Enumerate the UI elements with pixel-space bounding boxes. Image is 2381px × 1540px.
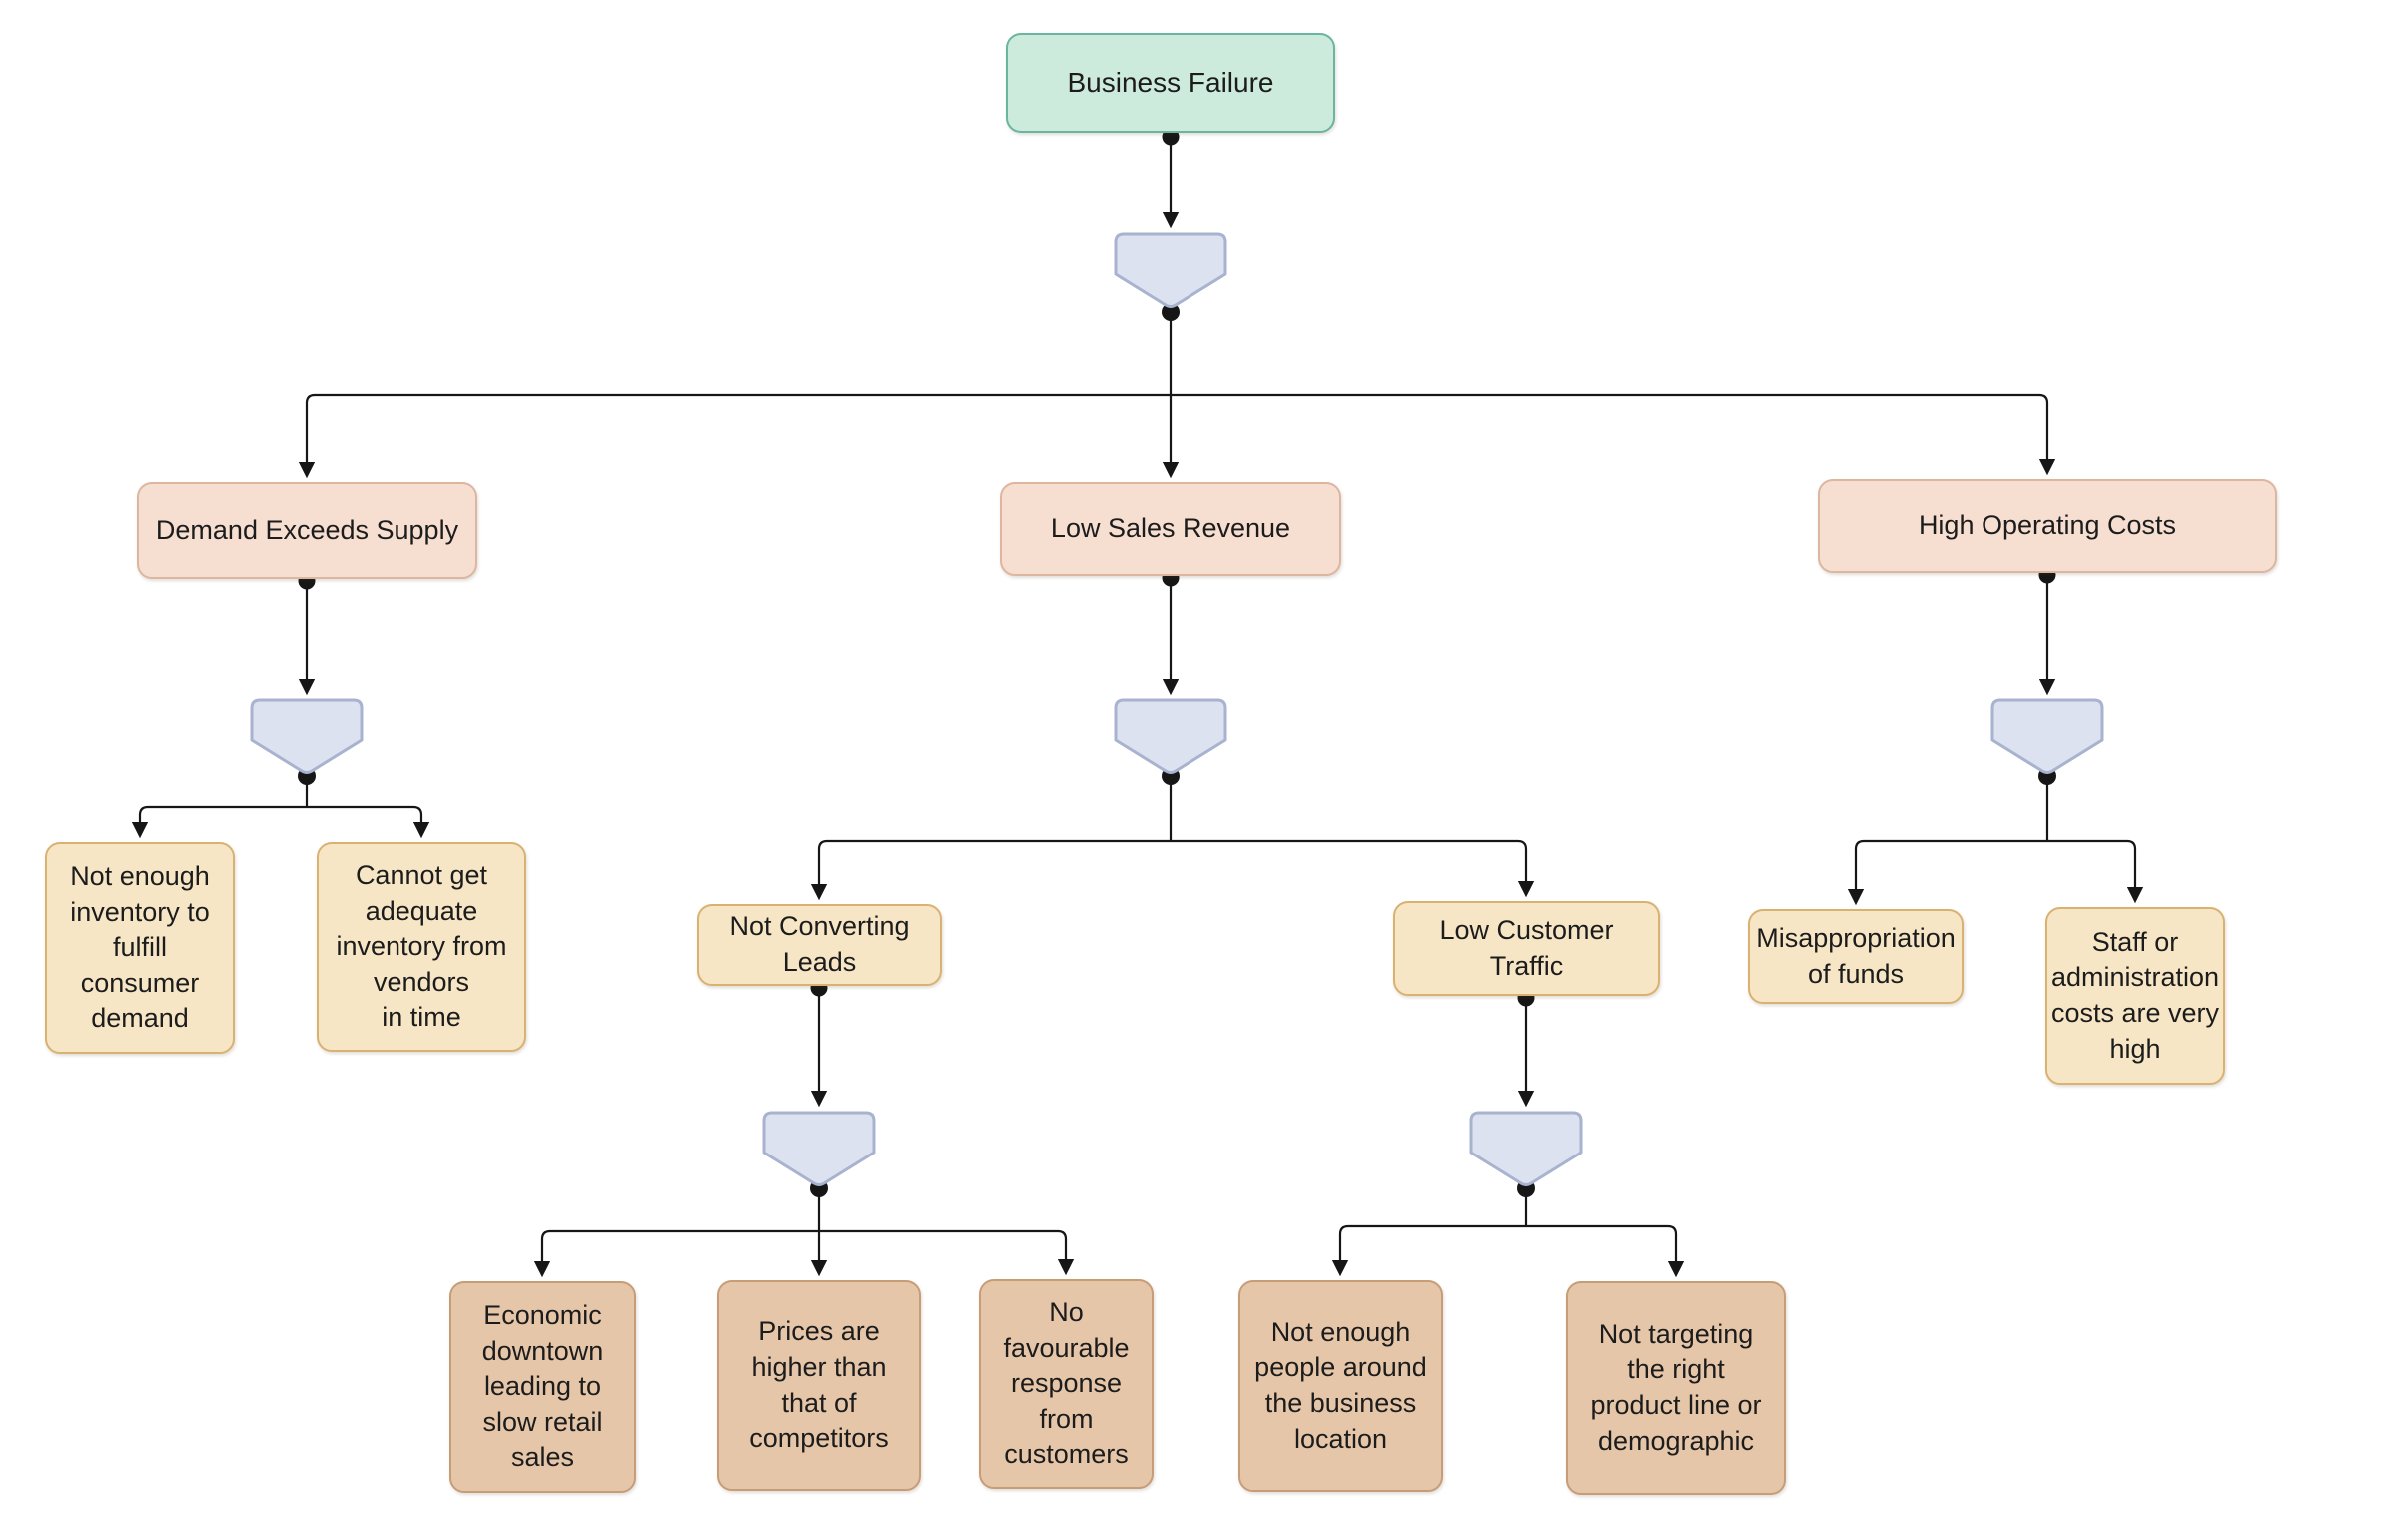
node-label: Economic downtown leading to slow retail… bbox=[481, 1299, 604, 1473]
node-not-targeting-right-product: Not targeting the right product line or … bbox=[1566, 1281, 1786, 1495]
node-label: Demand Exceeds Supply bbox=[155, 514, 459, 545]
node-not-enough-inventory: Not enough inventory to fulfill consumer… bbox=[45, 842, 235, 1054]
node-label: Staff or administration costs are very h… bbox=[2050, 926, 2220, 1064]
node-low-sales-revenue: Low Sales Revenue bbox=[1000, 482, 1341, 576]
node-staff-admin-costs: Staff or administration costs are very h… bbox=[2045, 907, 2225, 1085]
node-not-converting-leads: Not Converting Leads bbox=[697, 904, 942, 986]
node-label: Cannot get adequate inventory from vendo… bbox=[336, 859, 507, 1033]
gate-pentagon-icon bbox=[1114, 698, 1227, 774]
node-business-failure: Business Failure bbox=[1006, 33, 1335, 133]
node-label: Not enough inventory to fulfill consumer… bbox=[70, 860, 210, 1034]
node-low-customer-traffic: Low Customer Traffic bbox=[1393, 901, 1660, 996]
node-not-enough-people: Not enough people around the business lo… bbox=[1238, 1280, 1443, 1492]
gate-junction-demand bbox=[250, 698, 364, 774]
node-label: Prices are higher than that of competito… bbox=[749, 1316, 889, 1454]
node-demand-exceeds-supply: Demand Exceeds Supply bbox=[137, 482, 477, 579]
node-label: Low Customer Traffic bbox=[1439, 914, 1614, 981]
node-label: High Operating Costs bbox=[1918, 510, 2177, 541]
gate-pentagon-icon bbox=[762, 1111, 876, 1186]
node-prices-higher: Prices are higher than that of competito… bbox=[717, 1280, 921, 1491]
node-label: Not Converting Leads bbox=[729, 911, 910, 977]
edges-demand-subtree bbox=[131, 572, 430, 839]
gate-junction-low-sales bbox=[1114, 698, 1227, 774]
gate-junction-high-costs bbox=[1990, 698, 2104, 774]
gate-junction-root bbox=[1114, 232, 1227, 308]
gate-junction-leads bbox=[762, 1111, 876, 1186]
node-label: Low Sales Revenue bbox=[1050, 513, 1291, 544]
node-high-operating-costs: High Operating Costs bbox=[1818, 479, 2277, 573]
node-label: Not targeting the right product line or … bbox=[1590, 1318, 1762, 1456]
node-misappropriation-of-funds: Misappropriation of funds bbox=[1748, 909, 1964, 1004]
node-cannot-get-inventory: Cannot get adequate inventory from vendo… bbox=[317, 842, 526, 1052]
gate-pentagon-icon bbox=[250, 698, 364, 774]
node-label: Business Failure bbox=[1067, 66, 1274, 98]
edges-traffic-subtree bbox=[1331, 989, 1685, 1278]
node-economic-downtown: Economic downtown leading to slow retail… bbox=[449, 1281, 636, 1493]
node-label: Not enough people around the business lo… bbox=[1254, 1316, 1427, 1454]
gate-pentagon-icon bbox=[1469, 1111, 1583, 1186]
node-label: No favourable response from customers bbox=[1003, 1296, 1130, 1470]
node-no-favourable-response: No favourable response from customers bbox=[979, 1279, 1154, 1489]
gate-pentagon-icon bbox=[1114, 232, 1227, 308]
edges-root bbox=[298, 128, 2056, 479]
gate-pentagon-icon bbox=[1990, 698, 2104, 774]
node-label: Misappropriation of funds bbox=[1756, 922, 1956, 989]
gate-junction-traffic bbox=[1469, 1111, 1583, 1186]
